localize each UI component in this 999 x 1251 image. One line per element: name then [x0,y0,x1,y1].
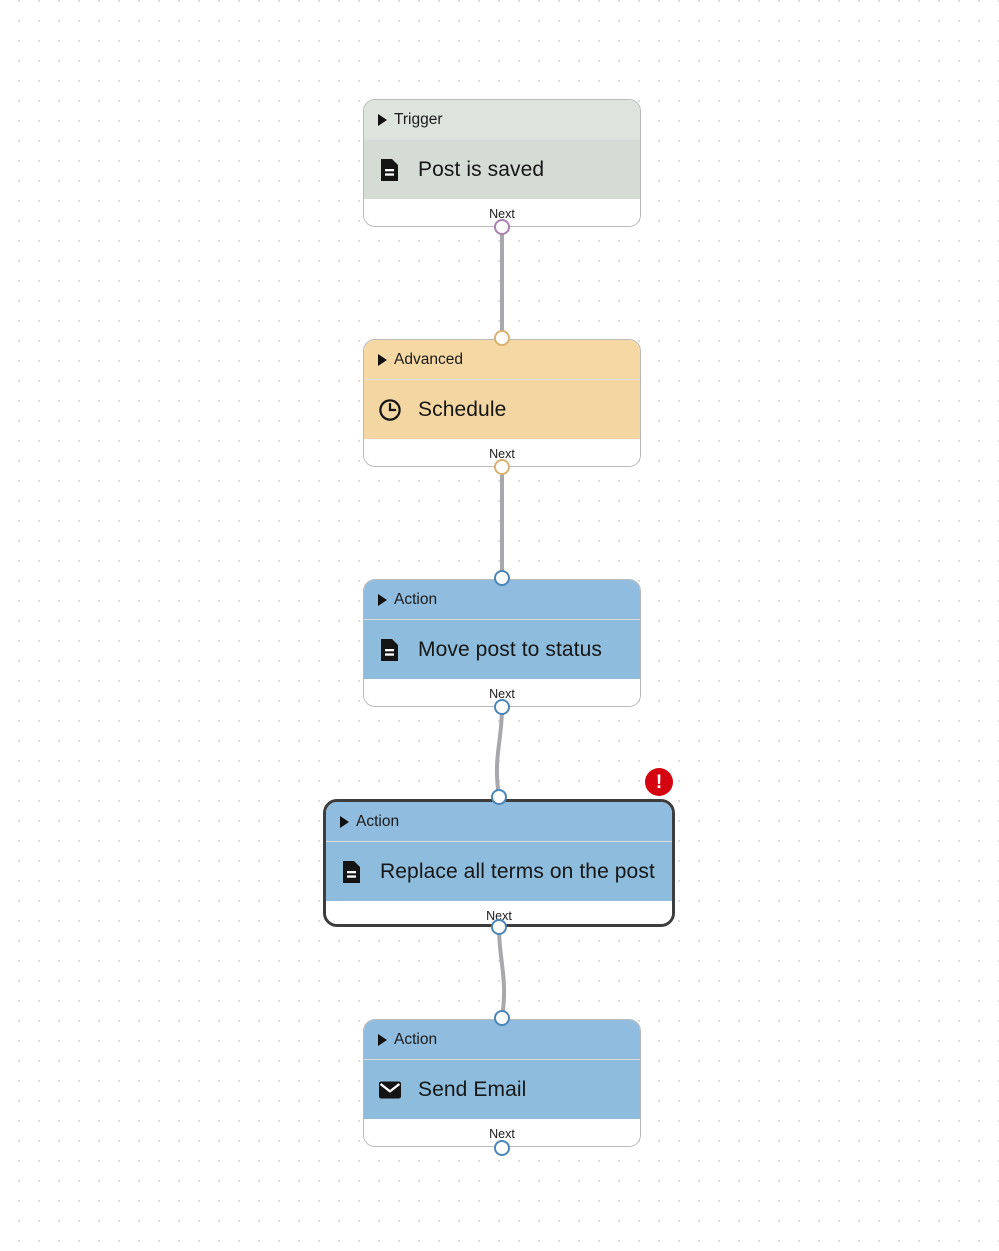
node-title: Post is saved [418,157,545,181]
node-title: Schedule [418,397,507,421]
node-port-output[interactable] [494,699,510,715]
node-port-output[interactable] [491,919,507,935]
node-title: Send Email [418,1077,527,1101]
document-icon [340,860,364,884]
error-badge-icon[interactable]: ! [645,768,673,796]
node-header[interactable]: Trigger [364,100,640,139]
node-title: Replace all terms on the post [380,859,655,883]
node-port-input[interactable] [494,330,510,346]
node-next-label: Next [489,446,515,461]
node-header[interactable]: Action [364,580,640,619]
node-category-label: Advanced [394,350,463,368]
node-title: Move post to status [418,637,602,661]
node-next-label: Next [489,686,515,701]
document-icon [343,860,360,883]
exclamation-glyph: ! [655,771,663,793]
node-next-label: Next [486,908,512,923]
node-category-label: Action [394,1030,438,1048]
caret-right-icon[interactable] [378,113,387,126]
node-body[interactable]: Send Email [364,1060,640,1119]
node-header[interactable]: Action [326,802,672,841]
envelope-icon [379,1081,401,1098]
node-divider [364,379,640,380]
clock-icon [378,398,402,422]
envelope-icon [378,1078,402,1102]
node-header[interactable]: Action [364,1020,640,1059]
node-port-output[interactable] [494,1140,510,1156]
node-body[interactable]: Schedule [364,380,640,439]
caret-right-icon[interactable] [378,1033,387,1046]
caret-right-icon[interactable] [340,815,349,828]
node-header[interactable]: Advanced [364,340,640,379]
clock-icon [379,398,401,421]
edge-connector[interactable] [495,705,504,799]
node-port-input[interactable] [491,789,507,805]
node-divider [364,139,640,140]
node-next-label: Next [489,1126,515,1141]
edge-connector[interactable] [497,925,506,1020]
node-port-input[interactable] [494,1010,510,1026]
node-next-label: Next [489,206,515,221]
caret-right-icon[interactable] [378,593,387,606]
node-divider [364,619,640,620]
node-next-footer[interactable]: Next [326,901,672,924]
node-category-label: Action [356,812,400,830]
node-divider [364,1059,640,1060]
caret-right-icon[interactable] [378,353,387,366]
node-divider [326,841,672,842]
document-icon [381,638,398,661]
document-icon [378,638,402,662]
node-body[interactable]: Post is saved [364,140,640,199]
document-icon [378,158,402,182]
node-body[interactable]: Move post to status [364,620,640,679]
document-icon [381,158,398,181]
node-port-output[interactable] [494,459,510,475]
node-body[interactable]: Replace all terms on the post [326,842,672,901]
node-port-output[interactable] [494,219,510,235]
node-category-label: Action [394,590,438,608]
node-category-label: Trigger [394,110,443,128]
node-port-input[interactable] [494,570,510,586]
